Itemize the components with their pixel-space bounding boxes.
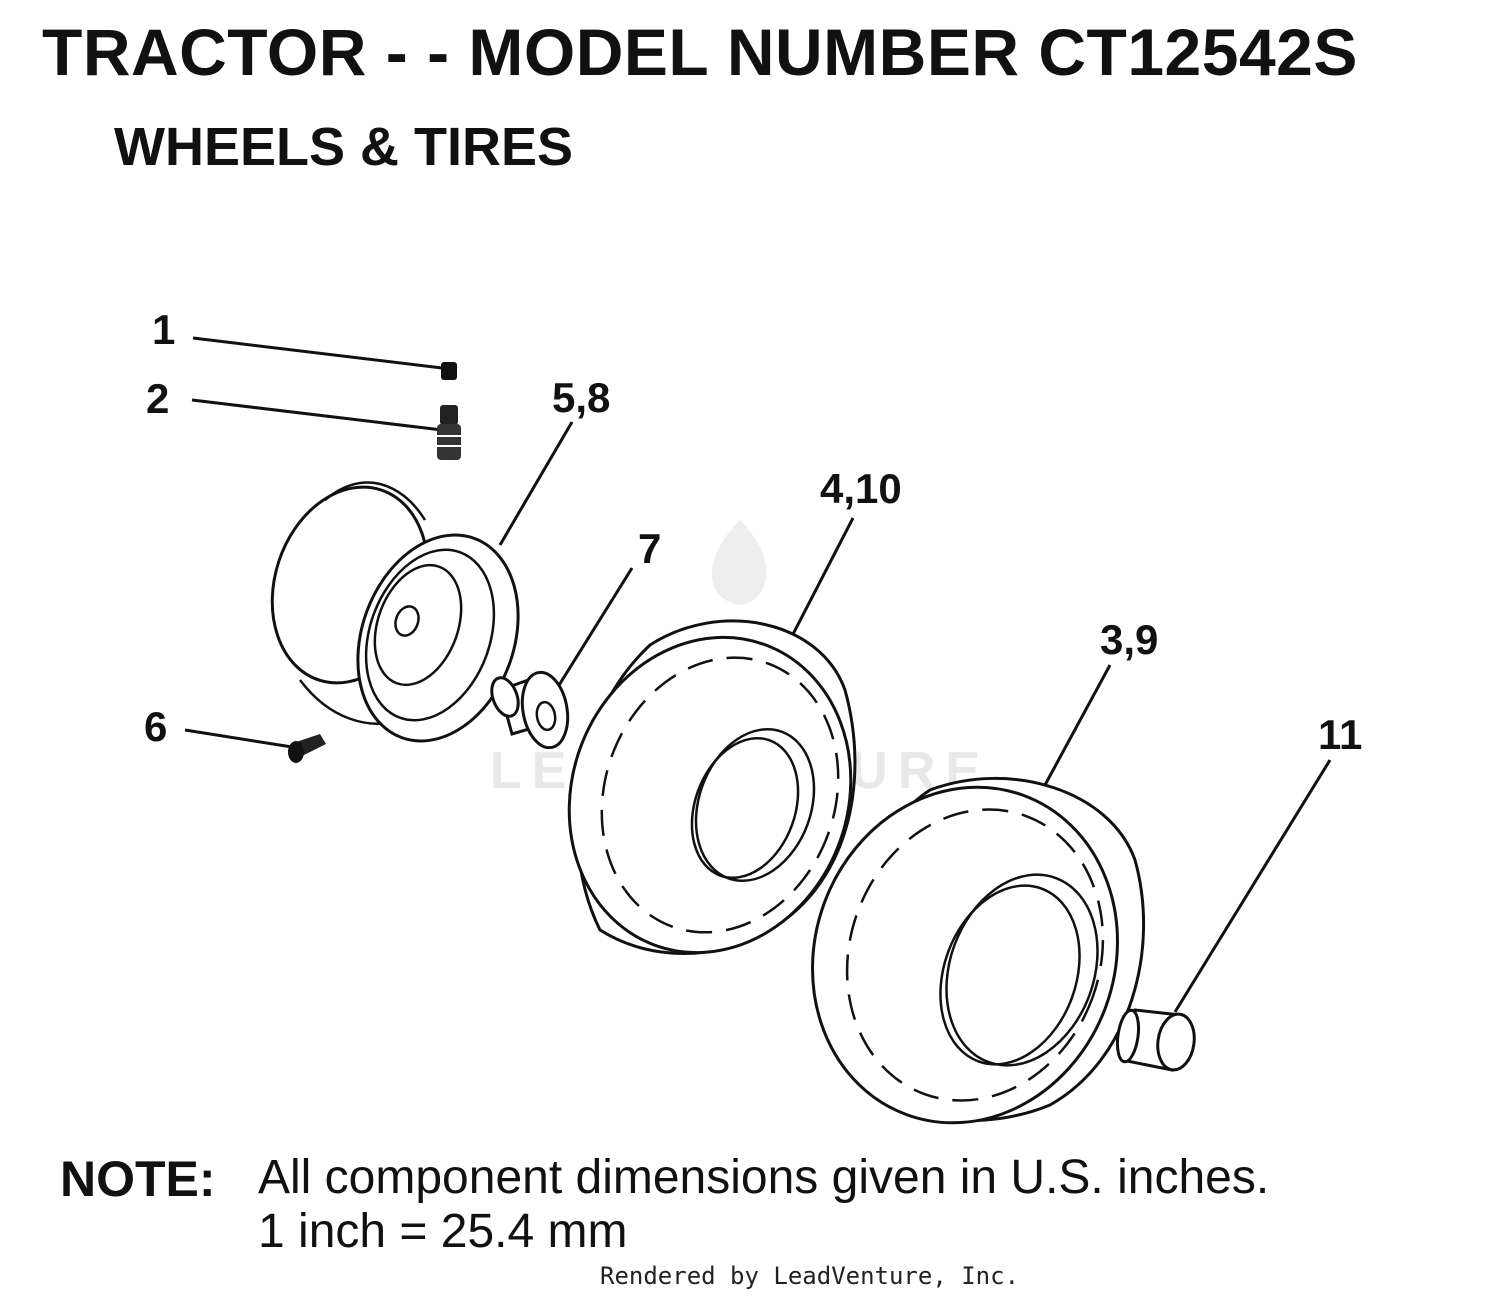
leader-line-3-9	[1043, 664, 1112, 786]
leader-line-2	[191, 398, 443, 432]
callout-5-8: 5,8	[552, 374, 610, 421]
wheel-rim-part	[270, 481, 520, 743]
hub-cap-part	[1115, 1008, 1196, 1072]
leader-line-6	[184, 728, 293, 749]
callout-7: 7	[638, 525, 661, 572]
callout-11: 11	[1318, 711, 1362, 758]
callout-1: 1	[152, 306, 175, 353]
note-label: NOTE:	[60, 1151, 216, 1207]
front-tire-part	[567, 619, 857, 955]
diagram-subtitle: WHEELS & TIRES	[114, 117, 574, 177]
footer-credit: Rendered by LeadVenture, Inc.	[600, 1262, 1020, 1290]
callout-3-9: 3,9	[1100, 616, 1158, 663]
leader-line-4-10	[788, 517, 855, 641]
rear-tire-part	[811, 777, 1146, 1125]
note-text-line1: All component dimensions given in U.S. i…	[258, 1151, 1270, 1204]
leader-line-11	[1173, 759, 1332, 1013]
valve-cap-part	[441, 362, 457, 380]
diagram-title: TRACTOR - - MODEL NUMBER CT12542S	[42, 15, 1358, 89]
leader-line-7	[554, 567, 634, 691]
callout-2: 2	[146, 375, 169, 422]
callout-6: 6	[144, 703, 167, 750]
leader-line-1	[192, 336, 443, 370]
valve-stem-part	[437, 405, 461, 460]
bushing-part	[490, 670, 570, 750]
leader-line-5-8	[498, 421, 574, 546]
note-text-line2: 1 inch = 25.4 mm	[258, 1205, 628, 1258]
callout-4-10: 4,10	[820, 465, 902, 512]
bolt-part	[288, 734, 326, 763]
